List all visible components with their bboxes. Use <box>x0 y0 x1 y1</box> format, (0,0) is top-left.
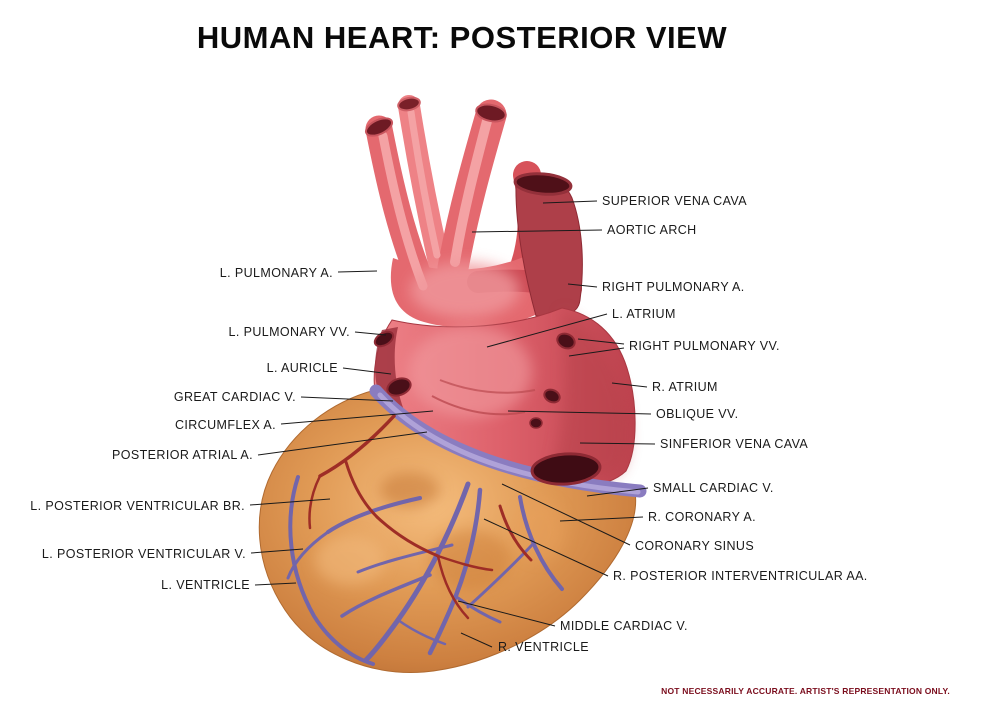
label-l-ventricle: L. VENTRICLE <box>161 578 250 592</box>
leader-line <box>254 582 297 586</box>
vessel-highlight <box>407 108 441 259</box>
label-r-ventricle: R. VENTRICLE <box>498 640 589 654</box>
vessel-opening <box>397 96 421 112</box>
label-circumflex-a: CIRCUMFLEX A. <box>175 418 276 432</box>
leader-line <box>542 200 598 204</box>
leader-line <box>568 347 625 357</box>
vessel-highlight <box>410 262 520 318</box>
label-r-atrium: R. ATRIUM <box>652 380 718 394</box>
leader-line <box>577 338 625 345</box>
vein-branch <box>518 495 564 591</box>
vein-branch <box>396 618 447 646</box>
oblique-vein-opening <box>529 417 543 429</box>
leader-line <box>559 516 644 522</box>
label-small-cardiac-v: SMALL CARDIAC V. <box>653 481 774 495</box>
label-l-posterior-ventricular-v: L. POSTERIOR VENTRICULAR V. <box>42 547 246 561</box>
label-aortic-arch: AORTIC ARCH <box>607 223 697 237</box>
leader-line <box>249 498 331 506</box>
label-l-auricle: L. AURICLE <box>267 361 338 375</box>
label-sinferior-vena-cava: SINFERIOR VENA CAVA <box>660 437 808 451</box>
leader-line <box>483 518 609 577</box>
leader-line <box>501 483 631 546</box>
heart-illustration <box>258 95 647 673</box>
vein-branch <box>288 475 375 666</box>
leader-line <box>354 331 387 336</box>
coronary-arteries <box>308 414 533 620</box>
vessel-highlight <box>378 131 428 291</box>
vein-branch <box>356 543 454 574</box>
left-pulmonary-vein-opening <box>386 377 412 397</box>
label-r-coronary-a: R. CORONARY A. <box>648 510 756 524</box>
left-atrium-highlight <box>408 326 532 418</box>
leader-line <box>486 313 608 348</box>
vessel-opening <box>364 117 394 137</box>
leader-line <box>507 410 652 415</box>
label-l-pulmonary-vv: L. PULMONARY VV. <box>229 325 351 339</box>
vessel-opening <box>475 103 507 123</box>
leader-line <box>257 431 428 456</box>
label-superior-vena-cava: SUPERIOR VENA CAVA <box>602 194 747 208</box>
disclaimer: NOT NECESSARILY ACCURATE. ARTIST'S REPRE… <box>661 686 950 696</box>
leader-line <box>579 442 656 445</box>
label-middle-cardiac-v: MIDDLE CARDIAC V. <box>560 619 688 633</box>
artery-branch <box>308 474 322 530</box>
label-l-posterior-ventricular-br: L. POSTERIOR VENTRICULAR BR. <box>30 499 245 513</box>
ventricle-shading <box>380 472 440 508</box>
superior-vena-cava-vessel <box>513 172 583 317</box>
artery-branch <box>498 504 533 562</box>
coronary-sinus-highlight <box>377 392 641 495</box>
atrial-artery-line <box>431 395 526 416</box>
inferior-vena-cava-opening <box>530 452 602 486</box>
page-title: HUMAN HEART: POSTERIOR VIEW <box>197 20 727 55</box>
leader-line <box>280 410 434 425</box>
svc-opening <box>513 172 573 196</box>
vessel-highlight <box>450 116 492 267</box>
label-l-pulmonary-a: L. PULMONARY A. <box>220 266 333 280</box>
leader-line <box>457 600 556 627</box>
atrial-artery-line <box>439 379 536 394</box>
label-right-pulmonary-a: RIGHT PULMONARY A. <box>602 280 745 294</box>
vein-branch <box>340 573 432 618</box>
vein-branch <box>456 596 502 624</box>
leader-line <box>567 283 598 288</box>
label-coronary-sinus: CORONARY SINUS <box>635 539 754 553</box>
label-r-posterior-interventricular-aa: R. POSTERIOR INTERVENTRICULAR AA. <box>613 569 868 583</box>
label-oblique-vv: OBLIQUE VV. <box>656 407 738 421</box>
right-pulmonary-vein-opening <box>556 332 576 350</box>
leader-line <box>611 382 648 388</box>
right-atrium-shade <box>552 310 628 478</box>
label-posterior-atrial-a: POSTERIOR ATRIAL A. <box>112 448 253 462</box>
label-great-cardiac-v: GREAT CARDIAC V. <box>174 390 296 404</box>
label-right-pulmonary-vv: RIGHT PULMONARY VV. <box>629 339 780 353</box>
labels-right: SUPERIOR VENA CAVA AORTIC ARCH RIGHT PUL… <box>498 194 868 654</box>
leader-line <box>460 632 493 648</box>
leader-line <box>586 487 649 497</box>
ventricle-highlight <box>315 535 385 585</box>
left-pulmonary-vein-opening <box>373 330 395 348</box>
artery-branch <box>318 414 396 478</box>
right-pulmonary-vein-opening <box>543 388 561 404</box>
artery-branch <box>436 554 470 620</box>
vein-branch <box>286 530 330 580</box>
artery-branch <box>375 515 440 558</box>
leader-line <box>250 548 304 554</box>
leader-line <box>300 396 394 402</box>
vein-branch <box>363 481 471 663</box>
leader-line <box>342 367 392 375</box>
great-vessels <box>364 95 582 329</box>
vein-branch <box>466 543 534 609</box>
leader-lines <box>249 200 656 648</box>
artery-branch <box>344 460 379 519</box>
label-l-atrium: L. ATRIUM <box>612 307 676 321</box>
artery-branch <box>436 554 494 572</box>
leader-line <box>471 229 603 233</box>
ventricle-highlight <box>515 500 565 560</box>
coronary-sinus-band <box>369 384 647 498</box>
labels-left: L. PULMONARY A. L. PULMONARY VV. L. AURI… <box>30 266 351 592</box>
leader-line <box>337 270 378 273</box>
